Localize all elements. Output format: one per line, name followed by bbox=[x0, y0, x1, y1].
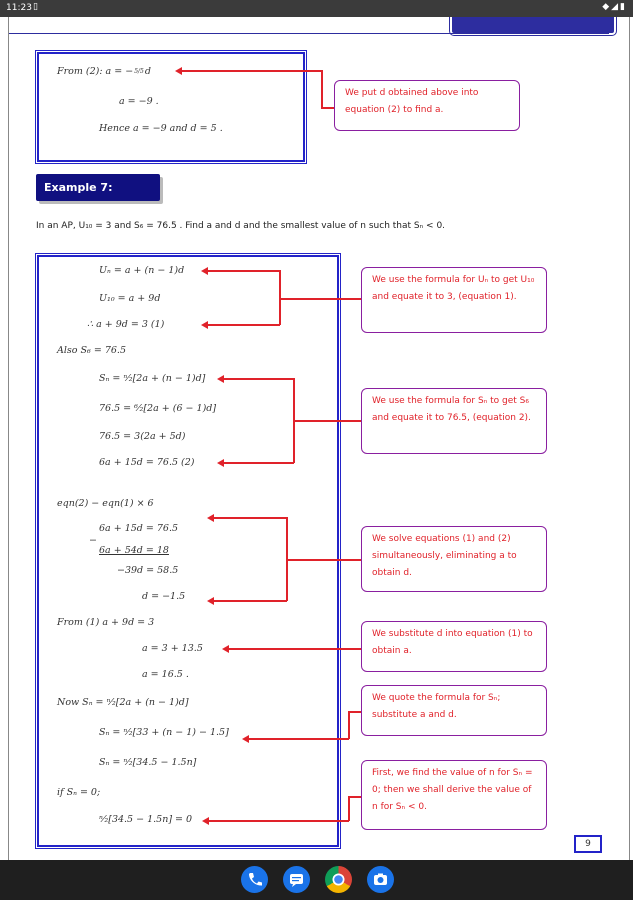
arrow-line bbox=[348, 711, 361, 713]
header-tab bbox=[450, 17, 616, 35]
annotation-note: We use the formula for Sₙ to get S₆ and … bbox=[361, 388, 547, 454]
arrow-head bbox=[207, 514, 214, 522]
math-line: Sₙ = ⁿ⁄₂[2a + (n − 1)d] bbox=[99, 373, 206, 384]
math-line: U₁₀ = a + 9d bbox=[99, 293, 161, 304]
arrow-line bbox=[348, 796, 361, 798]
annotation-note: We put d obtained above into equation (2… bbox=[334, 80, 520, 131]
annotation-note: We substitute d into equation (1) to obt… bbox=[361, 621, 547, 672]
arrow-line bbox=[247, 738, 349, 740]
math-line: 76.5 = ⁶⁄₂[2a + (6 − 1)d] bbox=[99, 403, 217, 414]
math-line: − bbox=[89, 535, 97, 546]
math-line: d = −1.5 bbox=[142, 591, 186, 602]
math-line: Sₙ = ⁿ⁄₂[33 + (n − 1) − 1.5] bbox=[99, 727, 229, 738]
arrow-line bbox=[279, 298, 361, 300]
arrow-line bbox=[206, 270, 280, 272]
arrow-head bbox=[201, 321, 208, 329]
math-line: Hence a = −9 and d = 5 . bbox=[99, 123, 223, 134]
annotation-note: First, we find the value of n for Sₙ = 0… bbox=[361, 760, 547, 830]
signal-icon: ◢ bbox=[611, 2, 621, 12]
annotation-note: We use the formula for Uₙ to get U₁₀ and… bbox=[361, 267, 547, 333]
arrow-line bbox=[348, 711, 350, 739]
camera-icon[interactable] bbox=[367, 866, 394, 893]
math-line: Now Sₙ = ⁿ⁄₂[2a + (n − 1)d] bbox=[57, 697, 189, 708]
solution-box-top bbox=[35, 50, 307, 164]
arrow-line bbox=[321, 70, 323, 108]
arrow-line bbox=[286, 559, 361, 561]
arrow-head bbox=[217, 375, 224, 383]
arrow-line bbox=[227, 648, 361, 650]
header-rule bbox=[9, 33, 609, 34]
math-line: if Sₙ = 0; bbox=[57, 787, 101, 798]
arrow-line bbox=[207, 820, 349, 822]
annotation-note: We solve equations (1) and (2) simultane… bbox=[361, 526, 547, 592]
math-line: eqn(2) − eqn(1) × 6 bbox=[57, 498, 154, 509]
arrow-head bbox=[207, 597, 214, 605]
arrow-line bbox=[222, 462, 294, 464]
math-line: a = 3 + 13.5 bbox=[142, 643, 203, 654]
solution-box-main bbox=[35, 253, 341, 849]
sim-card-icon: ▯ bbox=[33, 2, 38, 12]
example-label: Example 7: bbox=[36, 174, 160, 201]
app-dock bbox=[0, 860, 633, 900]
arrow-head bbox=[202, 817, 209, 825]
math-line: Also S₆ = 76.5 bbox=[57, 345, 126, 356]
math-line: 6a + 54d = 18 bbox=[99, 545, 169, 556]
math-line: ⁿ⁄₂[34.5 − 1.5n] = 0 bbox=[99, 814, 193, 825]
math-line: 76.5 = 3(2a + 5d) bbox=[99, 431, 186, 442]
arrow-line bbox=[179, 70, 322, 72]
arrow-head bbox=[217, 459, 224, 467]
question-text: In an AP, U₁₀ = 3 and S₆ = 76.5 . Find a… bbox=[36, 221, 446, 231]
math-line: From (1) a + 9d = 3 bbox=[57, 617, 155, 628]
arrow-line bbox=[212, 600, 287, 602]
wifi-icon: ◆ bbox=[602, 2, 612, 12]
arrow-line bbox=[321, 107, 335, 109]
phone-icon[interactable] bbox=[241, 866, 268, 893]
arrow-head bbox=[175, 67, 182, 75]
document-page[interactable]: From (2): a = −5/5d a = −9 . Hence a = −… bbox=[8, 17, 630, 860]
math-line: −39d = 58.5 bbox=[117, 565, 179, 576]
arrow-line bbox=[222, 378, 294, 380]
math-line: a = −9 . bbox=[119, 96, 159, 107]
status-bar: 11:23 ▯ ◆◢▮ bbox=[0, 0, 633, 17]
arrow-line bbox=[348, 796, 350, 821]
arrow-line bbox=[279, 270, 281, 325]
math-line: 6a + 15d = 76.5 bbox=[99, 523, 179, 534]
status-icons: ◆◢▮ bbox=[602, 2, 627, 12]
arrow-head bbox=[201, 267, 208, 275]
math-line: From (2): a = −5/5d bbox=[57, 66, 151, 77]
messages-icon[interactable] bbox=[283, 866, 310, 893]
arrow-head bbox=[242, 735, 249, 743]
battery-icon: ▮ bbox=[620, 2, 627, 12]
page-number: 9 bbox=[574, 835, 602, 853]
chrome-icon[interactable] bbox=[325, 866, 352, 893]
math-line: ∴ a + 9d = 3 (1) bbox=[87, 319, 165, 330]
arrow-line bbox=[206, 324, 280, 326]
arrow-line bbox=[212, 517, 287, 519]
math-line: 6a + 15d = 76.5 (2) bbox=[99, 457, 195, 468]
arrow-head bbox=[222, 645, 229, 653]
annotation-note: We quote the formula for Sₙ; substitute … bbox=[361, 685, 547, 736]
math-line: a = 16.5 . bbox=[142, 669, 189, 680]
math-line: Sₙ = ⁿ⁄₂[34.5 − 1.5n] bbox=[99, 757, 197, 768]
arrow-line bbox=[293, 420, 361, 422]
status-time: 11:23 bbox=[6, 3, 32, 13]
math-line: Uₙ = a + (n − 1)d bbox=[99, 265, 185, 276]
